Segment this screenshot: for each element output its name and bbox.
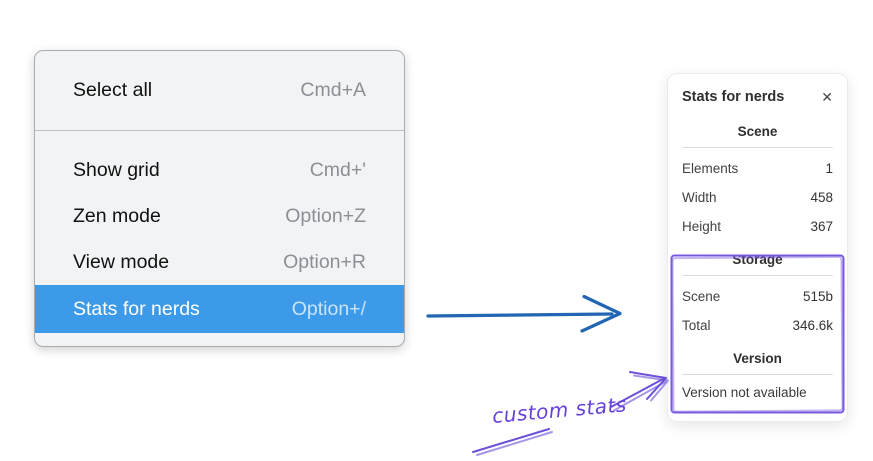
menu-item-label: Select all bbox=[73, 78, 153, 101]
stat-value: 515b bbox=[802, 289, 833, 304]
section-divider bbox=[682, 374, 833, 375]
stat-label: Height bbox=[682, 219, 722, 234]
menu-item-shortcut: Option+/ bbox=[291, 297, 366, 320]
scene-rows: Elements 1 Width 458 Height 367 bbox=[682, 154, 833, 241]
menu-item-label: Stats for nerds bbox=[73, 297, 200, 320]
menu-item-select-all[interactable]: Select all Cmd+A bbox=[35, 63, 404, 117]
stat-row-total: Total 346.6k bbox=[682, 311, 833, 340]
close-icon[interactable]: ✕ bbox=[821, 89, 833, 105]
stat-value: 458 bbox=[810, 190, 833, 205]
menu-item-shortcut: Cmd+' bbox=[309, 158, 366, 181]
stat-row-width: Width 458 bbox=[682, 183, 833, 212]
menu-item-label: Zen mode bbox=[73, 204, 161, 227]
menu-group-top: Select all Cmd+A bbox=[35, 51, 404, 130]
stat-label: Width bbox=[682, 190, 717, 205]
section-divider bbox=[682, 275, 833, 276]
menu-item-zen-mode[interactable]: Zen mode Option+Z bbox=[35, 193, 404, 239]
context-menu: Select all Cmd+A Show grid Cmd+' Zen mod… bbox=[34, 50, 405, 347]
menu-group-bottom: Show grid Cmd+' Zen mode Option+Z View m… bbox=[35, 131, 404, 346]
menu-item-shortcut: Option+R bbox=[283, 250, 366, 273]
menu-item-view-mode[interactable]: View mode Option+R bbox=[35, 239, 404, 285]
stats-panel: Stats for nerds ✕ Scene Elements 1 Width… bbox=[667, 73, 848, 422]
version-status-text: Version not available bbox=[682, 385, 807, 400]
menu-item-shortcut: Cmd+A bbox=[300, 78, 366, 101]
section-heading-version: Version bbox=[733, 351, 782, 366]
section-heading-scene: Scene bbox=[737, 124, 778, 139]
stats-panel-header: Stats for nerds ✕ bbox=[682, 86, 833, 108]
menu-item-shortcut: Option+Z bbox=[285, 204, 366, 227]
menu-separator bbox=[35, 130, 404, 131]
storage-rows: Scene 515b Total 346.6k bbox=[682, 282, 833, 340]
section-divider bbox=[682, 147, 833, 148]
menu-item-show-grid[interactable]: Show grid Cmd+' bbox=[35, 147, 404, 193]
stat-label: Elements bbox=[682, 161, 739, 176]
stat-row-height: Height 367 bbox=[682, 212, 833, 241]
stat-row-elements: Elements 1 bbox=[682, 154, 833, 183]
menu-item-stats-for-nerds[interactable]: Stats for nerds Option+/ bbox=[35, 285, 404, 333]
stat-value: 367 bbox=[810, 219, 833, 234]
stat-value: 346.6k bbox=[792, 318, 833, 333]
menu-item-label: View mode bbox=[73, 250, 170, 273]
panel-title: Stats for nerds bbox=[682, 89, 785, 105]
stat-value: 1 bbox=[825, 161, 833, 176]
stat-label: Total bbox=[682, 318, 711, 333]
stat-label: Scene bbox=[682, 289, 721, 304]
flow-arrow bbox=[426, 294, 622, 333]
stat-row-scene: Scene 515b bbox=[682, 282, 833, 311]
section-heading-storage: Storage bbox=[732, 252, 783, 267]
annotation-label: custom stats bbox=[491, 392, 628, 428]
menu-item-label: Show grid bbox=[73, 158, 160, 181]
